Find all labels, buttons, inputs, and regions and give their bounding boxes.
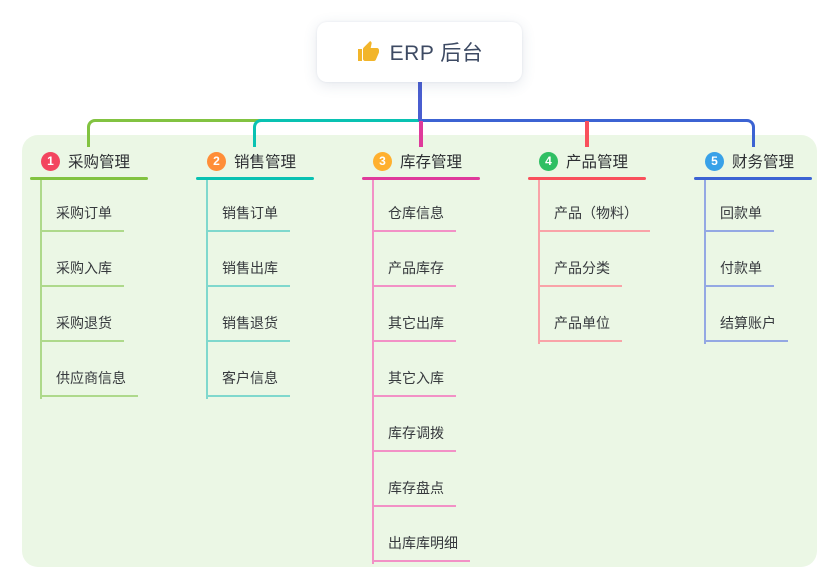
- child-node[interactable]: 客户信息: [206, 369, 314, 397]
- child-node[interactable]: 产品分类: [538, 259, 646, 287]
- branch-children: 销售订单销售出库销售退货客户信息: [196, 180, 314, 399]
- child-node[interactable]: 库存盘点: [372, 479, 480, 507]
- branches-panel: [22, 135, 817, 567]
- child-node-label: 采购入库: [40, 259, 124, 287]
- child-node[interactable]: 供应商信息: [40, 369, 148, 397]
- child-node[interactable]: 采购退货: [40, 314, 148, 342]
- branch-number-badge: 4: [539, 151, 558, 171]
- child-node-label: 采购订单: [40, 204, 124, 232]
- child-node-label: 结算账户: [704, 314, 788, 342]
- child-node[interactable]: 库存调拨: [372, 424, 480, 452]
- branch-underline: [528, 177, 646, 180]
- child-node-label: 供应商信息: [40, 369, 138, 397]
- branch-node-header[interactable]: 1 采购管理: [30, 148, 148, 174]
- branch-underline: [30, 177, 148, 180]
- child-node[interactable]: 销售出库: [206, 259, 314, 287]
- child-node-label: 库存盘点: [372, 479, 456, 507]
- branch-node: 5 财务管理 回款单付款单结算账户: [694, 148, 812, 344]
- branch-number-badge: 2: [207, 151, 226, 171]
- child-node[interactable]: 结算账户: [704, 314, 812, 342]
- branch-node: 2 销售管理 销售订单销售出库销售退货客户信息: [196, 148, 314, 399]
- branch-underline: [694, 177, 812, 180]
- child-node[interactable]: 销售订单: [206, 204, 314, 232]
- branch-node-header[interactable]: 2 销售管理: [196, 148, 314, 174]
- child-node-label: 仓库信息: [372, 204, 456, 232]
- branch-children: 仓库信息产品库存其它出库其它入库库存调拨库存盘点出库库明细: [362, 180, 480, 564]
- branch-node-label: 产品管理: [566, 154, 629, 171]
- branch-node-label: 库存管理: [400, 154, 463, 171]
- branch-children: 回款单付款单结算账户: [694, 180, 812, 344]
- branch-node-label: 财务管理: [732, 154, 795, 171]
- branch-underline: [362, 177, 480, 180]
- child-node-label: 产品分类: [538, 259, 622, 287]
- child-node[interactable]: 其它出库: [372, 314, 480, 342]
- child-node[interactable]: 采购入库: [40, 259, 148, 287]
- branch-number-badge: 3: [373, 151, 392, 171]
- child-node-label: 付款单: [704, 259, 774, 287]
- rail-drop-branch-3: [419, 120, 423, 147]
- branch-node-label: 销售管理: [234, 154, 297, 171]
- child-node[interactable]: 采购订单: [40, 204, 148, 232]
- child-node-label: 回款单: [704, 204, 774, 232]
- child-node[interactable]: 销售退货: [206, 314, 314, 342]
- child-node-label: 出库库明细: [372, 534, 470, 562]
- child-node-label: 销售退货: [206, 314, 290, 342]
- child-node-label: 销售出库: [206, 259, 290, 287]
- child-node-label: 其它入库: [372, 369, 456, 397]
- child-node[interactable]: 回款单: [704, 204, 812, 232]
- branch-node: 4 产品管理 产品（物料） 产品分类产品单位: [528, 148, 650, 344]
- thumbs-up-icon: [357, 41, 379, 61]
- child-node-label: 产品单位: [538, 314, 622, 342]
- child-node[interactable]: 产品（物料）: [538, 204, 650, 232]
- children-connector-line: [372, 180, 374, 564]
- children-connector-line: [206, 180, 208, 399]
- child-node-label: 客户信息: [206, 369, 290, 397]
- child-node-label: 库存调拨: [372, 424, 456, 452]
- rail-elbow-branch-1: [87, 119, 421, 147]
- child-node-label: 采购退货: [40, 314, 124, 342]
- child-node[interactable]: 产品库存: [372, 259, 480, 287]
- child-node-label: 其它出库: [372, 314, 456, 342]
- root-node[interactable]: ERP 后台: [317, 22, 522, 82]
- children-connector-line: [40, 180, 42, 399]
- root-trunk-line: [417, 82, 422, 121]
- branch-node-header[interactable]: 5 财务管理: [694, 148, 812, 174]
- root-node-title: ERP 后台: [389, 42, 484, 65]
- branch-underline: [196, 177, 314, 180]
- rail-drop-branch-4: [585, 120, 589, 147]
- child-node-label: 产品库存: [372, 259, 456, 287]
- branch-node-header[interactable]: 3 库存管理: [362, 148, 480, 174]
- branch-node-label: 采购管理: [68, 154, 131, 171]
- rail-elbow-branch-2: [253, 119, 421, 147]
- child-node[interactable]: 仓库信息: [372, 204, 480, 232]
- branch-node-header[interactable]: 4 产品管理: [528, 148, 646, 174]
- branch-number-badge: 1: [41, 151, 60, 171]
- branch-node: 3 库存管理 仓库信息产品库存其它出库其它入库库存调拨库存盘点出库库明细: [362, 148, 480, 564]
- branch-number-badge: 5: [705, 151, 724, 171]
- children-connector-line: [704, 180, 706, 344]
- branch-children: 采购订单采购入库采购退货供应商信息: [30, 180, 148, 399]
- child-node[interactable]: 其它入库: [372, 369, 480, 397]
- branch-children: 产品（物料） 产品分类产品单位: [528, 180, 650, 344]
- child-node[interactable]: 付款单: [704, 259, 812, 287]
- children-connector-line: [538, 180, 540, 344]
- child-node[interactable]: 出库库明细: [372, 534, 480, 562]
- child-node[interactable]: 产品单位: [538, 314, 646, 342]
- child-node-label: 销售订单: [206, 204, 290, 232]
- child-node-label: 产品（物料）: [538, 204, 650, 232]
- branch-node: 1 采购管理 采购订单采购入库采购退货供应商信息: [30, 148, 148, 399]
